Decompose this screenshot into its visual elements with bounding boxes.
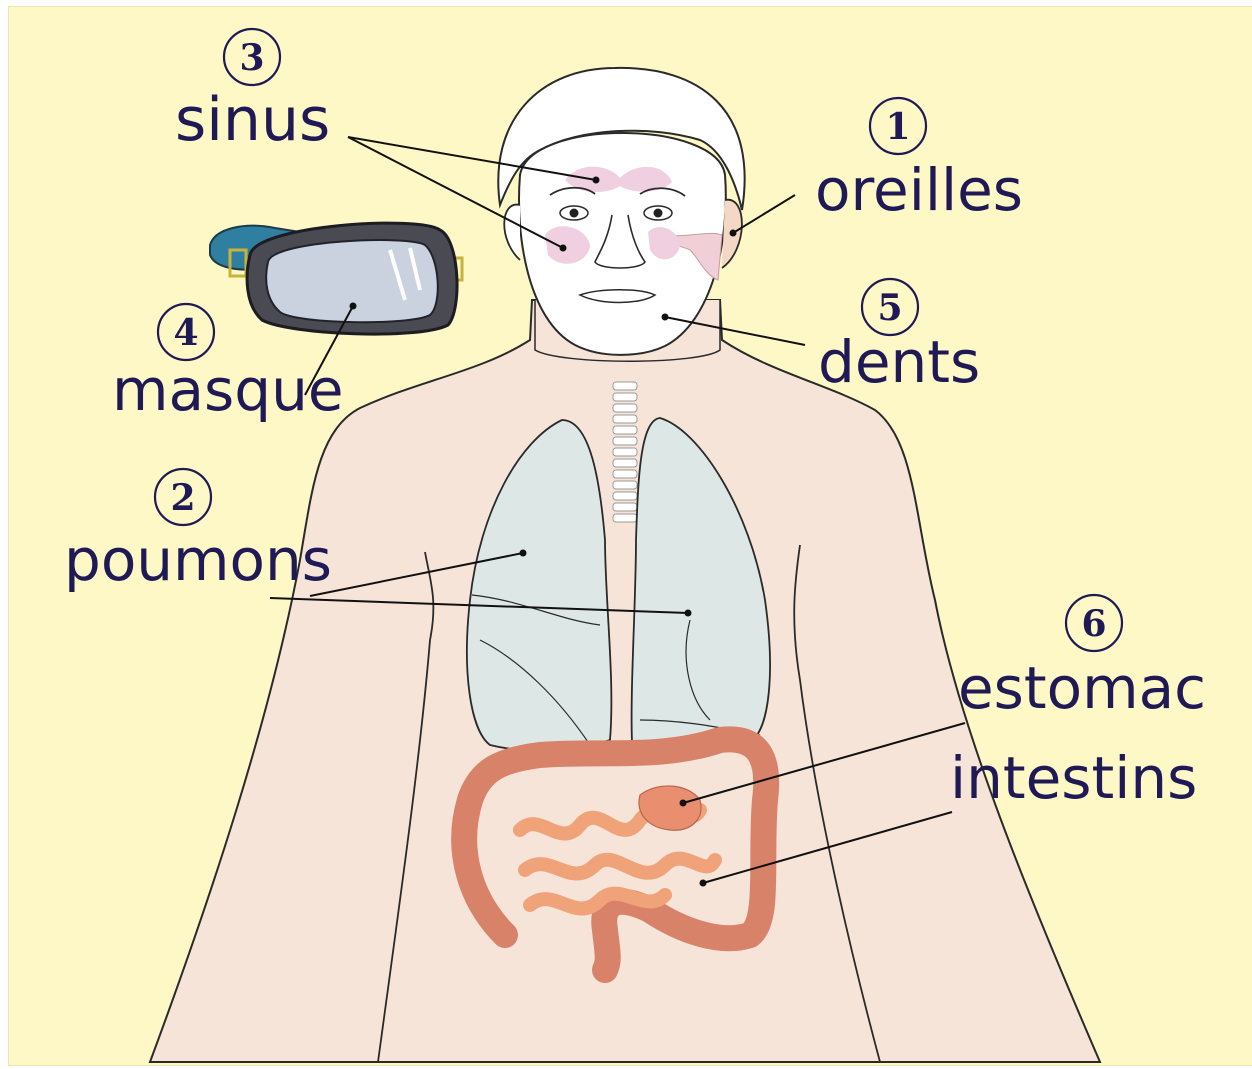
lungs-label: poumons xyxy=(64,526,332,594)
mask-dot xyxy=(350,303,357,310)
vertebra xyxy=(613,459,637,467)
number-5: 5 xyxy=(877,287,902,329)
teeth-label: dents xyxy=(818,328,980,396)
vertebra xyxy=(613,404,637,412)
vertebra xyxy=(613,503,637,511)
left-pupil xyxy=(570,209,579,218)
label-lungs: 2 poumons xyxy=(64,469,332,594)
intestines-label: intestins xyxy=(950,744,1197,812)
vertebra xyxy=(613,426,637,434)
label-intestines: intestins xyxy=(950,744,1197,812)
stomach-dot xyxy=(680,800,687,807)
number-1: 1 xyxy=(885,106,910,148)
right-pupil xyxy=(654,209,663,218)
intestines-dot xyxy=(700,880,707,887)
diving-mask-illustration xyxy=(210,223,462,334)
stomach-label: estomac xyxy=(958,654,1206,722)
sinus-dot-1 xyxy=(593,177,600,184)
ears-label: oreilles xyxy=(815,156,1023,224)
mask-label: masque xyxy=(112,356,344,424)
vertebra xyxy=(613,514,637,522)
sinus-dot-2 xyxy=(560,245,567,252)
lungs-dot-1 xyxy=(520,550,527,557)
vertebra xyxy=(613,437,637,445)
lungs-dot-2 xyxy=(685,610,692,617)
vertebra xyxy=(613,481,637,489)
vertebra xyxy=(613,393,637,401)
vertebra xyxy=(613,470,637,478)
number-2: 2 xyxy=(170,477,195,519)
teeth-dot xyxy=(662,314,669,321)
vertebra xyxy=(613,448,637,456)
label-sinuses: 3 sinus xyxy=(175,29,330,155)
vertebra xyxy=(613,415,637,423)
ears-dot xyxy=(730,230,737,237)
label-stomach: 6 estomac xyxy=(958,595,1206,722)
number-4: 4 xyxy=(173,312,198,354)
number-3: 3 xyxy=(239,37,264,79)
sinus-label: sinus xyxy=(175,85,330,155)
label-ears: 1 oreilles xyxy=(815,98,1023,224)
left-ear xyxy=(504,205,520,260)
label-teeth: 5 dents xyxy=(818,279,980,396)
number-6: 6 xyxy=(1081,603,1106,645)
vertebra xyxy=(613,382,637,390)
vertebra xyxy=(613,492,637,500)
